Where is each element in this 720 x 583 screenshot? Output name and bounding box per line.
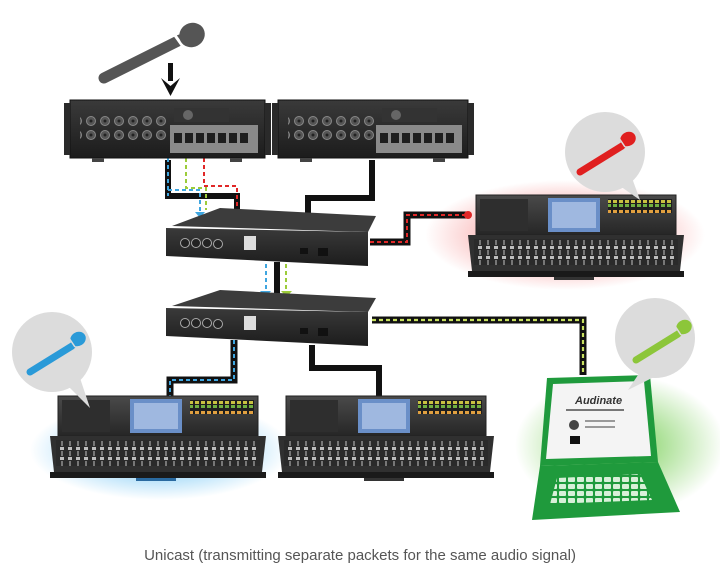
signal-green-dash-3 xyxy=(372,318,585,375)
switch-1 xyxy=(166,208,376,266)
cables xyxy=(165,158,587,400)
signal-blue-dash-2 xyxy=(168,189,201,212)
stagebox-2 xyxy=(272,99,474,162)
blue-microphone-icon xyxy=(26,331,86,376)
green-microphone-icon xyxy=(632,319,692,364)
red-microphone-icon xyxy=(576,131,636,176)
signal-red-dash-2 xyxy=(370,214,470,243)
console-plain xyxy=(278,395,494,481)
signal-blue-dash-4 xyxy=(169,340,235,400)
diagram-caption: Unicast (transmitting separate packets f… xyxy=(144,547,576,564)
stagebox-1 xyxy=(64,99,271,162)
source-microphone-icon xyxy=(98,22,205,84)
red-junction-icon xyxy=(464,211,472,219)
signal-green-dash xyxy=(185,158,207,210)
switch-2 xyxy=(166,290,376,346)
laptop: Audinate xyxy=(532,375,680,520)
console-red xyxy=(468,194,684,280)
cable-stagebox2-switch1 xyxy=(305,160,375,224)
laptop-screen-logo: Audinate xyxy=(574,395,622,407)
blue-mic-bubble xyxy=(12,312,92,408)
blue-arrow-icon xyxy=(195,212,205,218)
cable-switch2-laptop xyxy=(372,316,587,375)
cable-switch2-console-plain xyxy=(309,345,382,398)
console-blue xyxy=(50,395,266,481)
green-mic-bubble xyxy=(615,298,695,390)
cable-switch2-console-blue xyxy=(166,340,238,400)
down-arrow-icon xyxy=(161,63,180,96)
red-mic-bubble xyxy=(565,112,645,200)
signal-red-dash xyxy=(203,158,238,212)
